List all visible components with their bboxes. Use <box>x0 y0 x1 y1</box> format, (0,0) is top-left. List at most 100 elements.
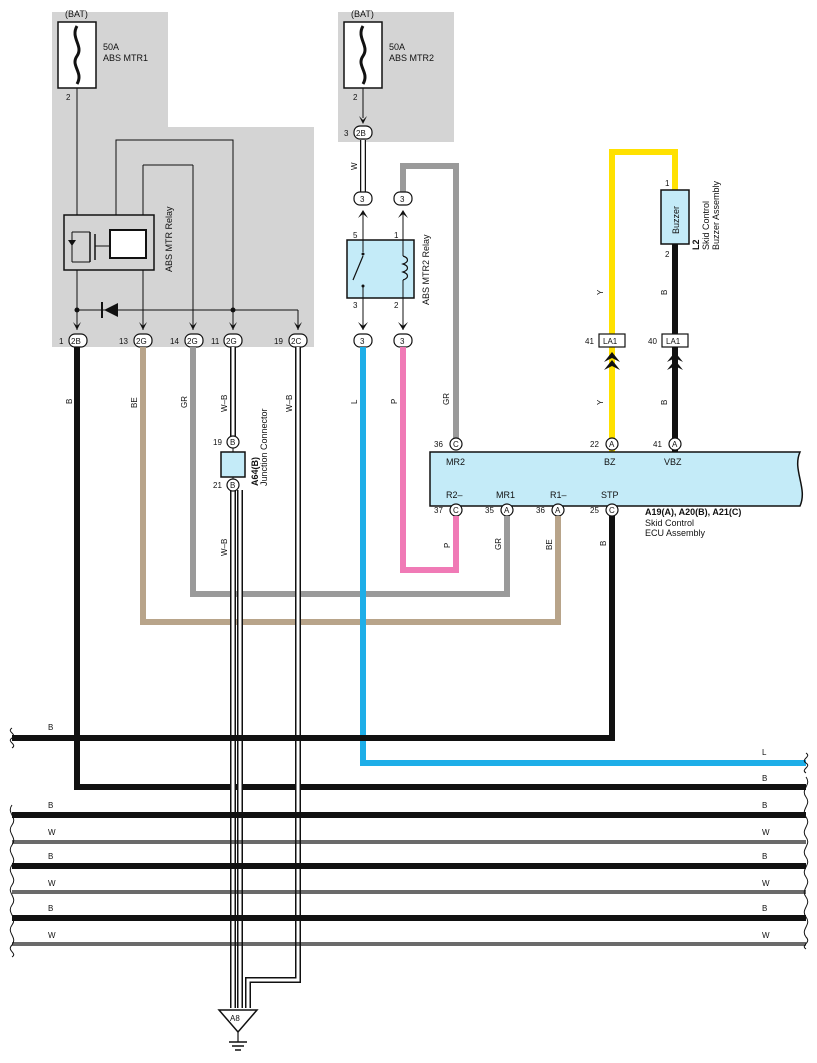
junction-pin-conn: B <box>230 438 235 447</box>
pin-number: 41 <box>585 337 594 346</box>
pin-number: 13 <box>119 337 128 346</box>
ecu-pin-label: R1– <box>550 490 567 500</box>
junction-pin-num: 19 <box>213 438 222 447</box>
ground-label: A8 <box>230 1014 240 1023</box>
junction-id: A64(B) <box>250 457 260 486</box>
buzzer-name: Skid Control <box>701 201 711 250</box>
wire-gr-mr2 <box>400 163 459 440</box>
wire-label: W <box>48 828 56 837</box>
wire-label: B <box>48 904 53 913</box>
ecu-pin-label: MR1 <box>496 490 515 500</box>
relay2-pin: 3 <box>353 301 358 310</box>
ecu-pin-conn: C <box>453 440 459 449</box>
fuse-name-label: ABS MTR1 <box>103 53 148 63</box>
wire-label: B <box>762 904 767 913</box>
ecu-pin-num: 22 <box>590 440 599 449</box>
panel2-connector: 3 2B <box>344 88 373 140</box>
buzzer-pin: 2 <box>665 250 670 259</box>
relay2-pin: 1 <box>394 231 399 240</box>
wire-label: W <box>762 879 770 888</box>
relay2-pin: 2 <box>394 301 399 310</box>
pin-number: 3 <box>360 195 365 204</box>
fuse-source-label: (BAT) <box>65 9 88 19</box>
wire-label: BE <box>545 539 554 550</box>
wire-label: B <box>762 774 767 783</box>
wire-w-relay2: W <box>350 140 366 192</box>
fuse-source-label: (BAT) <box>351 9 374 19</box>
relay2-label: ABS MTR2 Relay <box>421 234 431 305</box>
wire-label: W–B <box>220 395 229 412</box>
harness-wires <box>12 347 806 1008</box>
junction-pin-num: 21 <box>213 481 222 490</box>
fuse-pin-label: 2 <box>353 93 358 102</box>
la1-connectors: 41 LA1 40 LA1 <box>585 333 689 370</box>
ecu-pin-num: 35 <box>485 506 494 515</box>
ecu-id: A19(A), A20(B), A21(C) <box>645 507 741 517</box>
wire-label: B <box>660 290 669 295</box>
wire-label: W <box>762 828 770 837</box>
pin-connector: 2G <box>187 337 198 346</box>
ecu-pin-label: MR2 <box>446 457 465 467</box>
ecu-pin-conn: A <box>555 506 561 515</box>
fuse-abs-mtr1: (BAT) 50A ABS MTR1 2 <box>57 9 148 102</box>
bus-lines <box>9 727 809 958</box>
wire-label: GR <box>442 393 451 405</box>
ecu-pin-num: 37 <box>434 506 443 515</box>
wire-label: B <box>48 723 53 732</box>
ecu-pin-conn: A <box>504 506 510 515</box>
ecu-pin-label: BZ <box>604 457 616 467</box>
wire-label: B <box>599 541 608 546</box>
inline-connectors-top: 3 3 <box>353 191 413 240</box>
fuse-rating-label: 50A <box>389 42 405 52</box>
ecu-name: ECU Assembly <box>645 528 706 538</box>
diode-icon <box>101 302 118 318</box>
ecu-pin-num: 36 <box>434 440 443 449</box>
buzzer-pin: 1 <box>665 179 670 188</box>
wire-label: L <box>762 748 767 757</box>
pin-connector: 2C <box>291 337 301 346</box>
la1-label: LA1 <box>603 337 618 346</box>
wire-label: P <box>390 399 399 404</box>
wire-label: GR <box>180 396 189 408</box>
wire-label: W <box>350 162 359 170</box>
wire-label: P <box>443 543 452 548</box>
pin-arrows <box>73 322 302 330</box>
ecu-pin-num: 36 <box>536 506 545 515</box>
fuse-pin-label: 2 <box>66 93 71 102</box>
wire-label: W <box>762 931 770 940</box>
junction-name: Junction Connector <box>259 408 269 486</box>
wire-label: GR <box>494 538 503 550</box>
pin-number: 3 <box>400 195 405 204</box>
wire-label: B <box>762 801 767 810</box>
pin-number: 1 <box>59 337 64 346</box>
junction-pin-conn: B <box>230 481 235 490</box>
relay1-label: ABS MTR Relay <box>164 206 174 272</box>
wire-label: Y <box>596 399 605 405</box>
pin-number: 40 <box>648 337 657 346</box>
relay2-pin: 5 <box>353 231 358 240</box>
wire-label: B <box>48 852 53 861</box>
buzzer-body-label: Buzzer <box>671 206 681 234</box>
wire-label: B <box>65 399 74 404</box>
ground-icon: A8 <box>217 1009 259 1051</box>
wire-label: B <box>660 400 669 405</box>
buzzer-name: Buzzer Assembly <box>711 180 721 250</box>
junction-connector: B 19 B 21 A64(B) Junction Connector <box>213 408 269 492</box>
pin-connector: 2G <box>136 337 147 346</box>
pin-number: 3 <box>360 337 365 346</box>
ecu-name: Skid Control <box>645 518 694 528</box>
ecu-pin-label: R2– <box>446 490 463 500</box>
ecu-pin-conn: C <box>453 506 459 515</box>
wire-label: Y <box>596 289 605 295</box>
ecu-pin-conn: C <box>609 506 615 515</box>
abs-mtr2-relay: 5 1 3 2 ABS MTR2 Relay <box>346 231 431 310</box>
wire-label: L <box>350 399 359 404</box>
fuse-rating-label: 50A <box>103 42 119 52</box>
wire-label: B <box>48 801 53 810</box>
pin-number: 11 <box>211 337 220 346</box>
pin-connector: 2G <box>226 337 237 346</box>
ecu-pin-label: STP <box>601 490 619 500</box>
wire-label: W–B <box>285 395 294 412</box>
bus-labels: B L B B B W W B B W W B B W W <box>48 723 770 940</box>
fuse-name-label: ABS MTR2 <box>389 53 434 63</box>
